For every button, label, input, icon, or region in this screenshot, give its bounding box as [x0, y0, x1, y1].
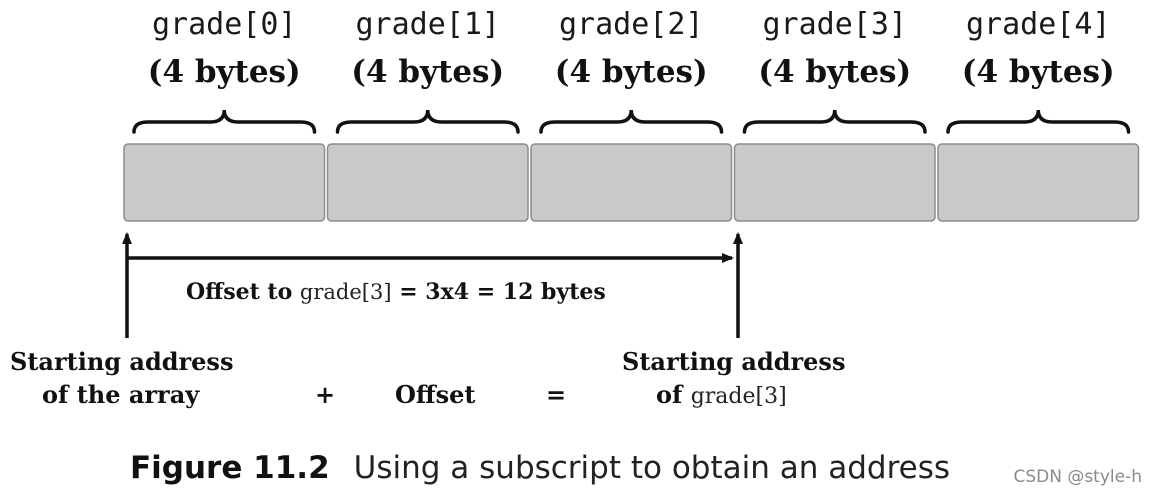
offset-term: Offset: [395, 380, 475, 409]
offset-label: Offset to grade[3] = 3x4 = 12 bytes: [186, 279, 606, 305]
array-cell: grade[0] (4 bytes): [123, 7, 326, 222]
element-size: (4 bytes): [758, 54, 911, 90]
equals-sign: =: [546, 380, 566, 409]
figure-number: Figure 11.2: [130, 450, 330, 486]
byte-brace: [742, 109, 927, 134]
element-name: grade[0]: [152, 7, 297, 42]
byte-brace: [132, 109, 317, 134]
memory-cell-box: [530, 143, 733, 222]
array-cell: grade[3] (4 bytes): [733, 7, 936, 222]
watermark: CSDN @style-h: [1013, 467, 1142, 487]
start-address-line1: Starting address: [10, 347, 233, 376]
array-cell: grade[4] (4 bytes): [937, 7, 1140, 222]
element-name: grade[1]: [356, 7, 501, 42]
element-name: grade[3]: [763, 7, 908, 42]
memory-cell-box: [733, 143, 936, 222]
result-address-line2: of grade[3]: [656, 380, 787, 409]
result-address-line1: Starting address: [622, 347, 845, 376]
element-size: (4 bytes): [962, 54, 1115, 90]
plus-sign: +: [315, 380, 335, 409]
memory-cell-box: [937, 143, 1140, 222]
array-cells: grade[0](4 bytes)grade[1](4 bytes)grade[…: [123, 7, 1140, 222]
element-size: (4 bytes): [148, 54, 301, 90]
figure-caption-text: Using a subscript to obtain an address: [354, 450, 950, 486]
array-cell: grade[1] (4 bytes): [326, 7, 529, 222]
array-cell: grade[2] (4 bytes): [530, 7, 733, 222]
element-name: grade[2]: [559, 7, 704, 42]
memory-cell-box: [123, 143, 326, 222]
start-address-line2: of the array: [42, 380, 200, 409]
figure-caption: Figure 11.2 Using a subscript to obtain a…: [130, 450, 950, 486]
memory-cell-box: [326, 143, 529, 222]
byte-brace: [539, 109, 724, 134]
byte-brace: [335, 109, 520, 134]
element-size: (4 bytes): [555, 54, 708, 90]
element-size: (4 bytes): [351, 54, 504, 90]
byte-brace: [946, 109, 1131, 134]
element-name: grade[4]: [966, 7, 1111, 42]
